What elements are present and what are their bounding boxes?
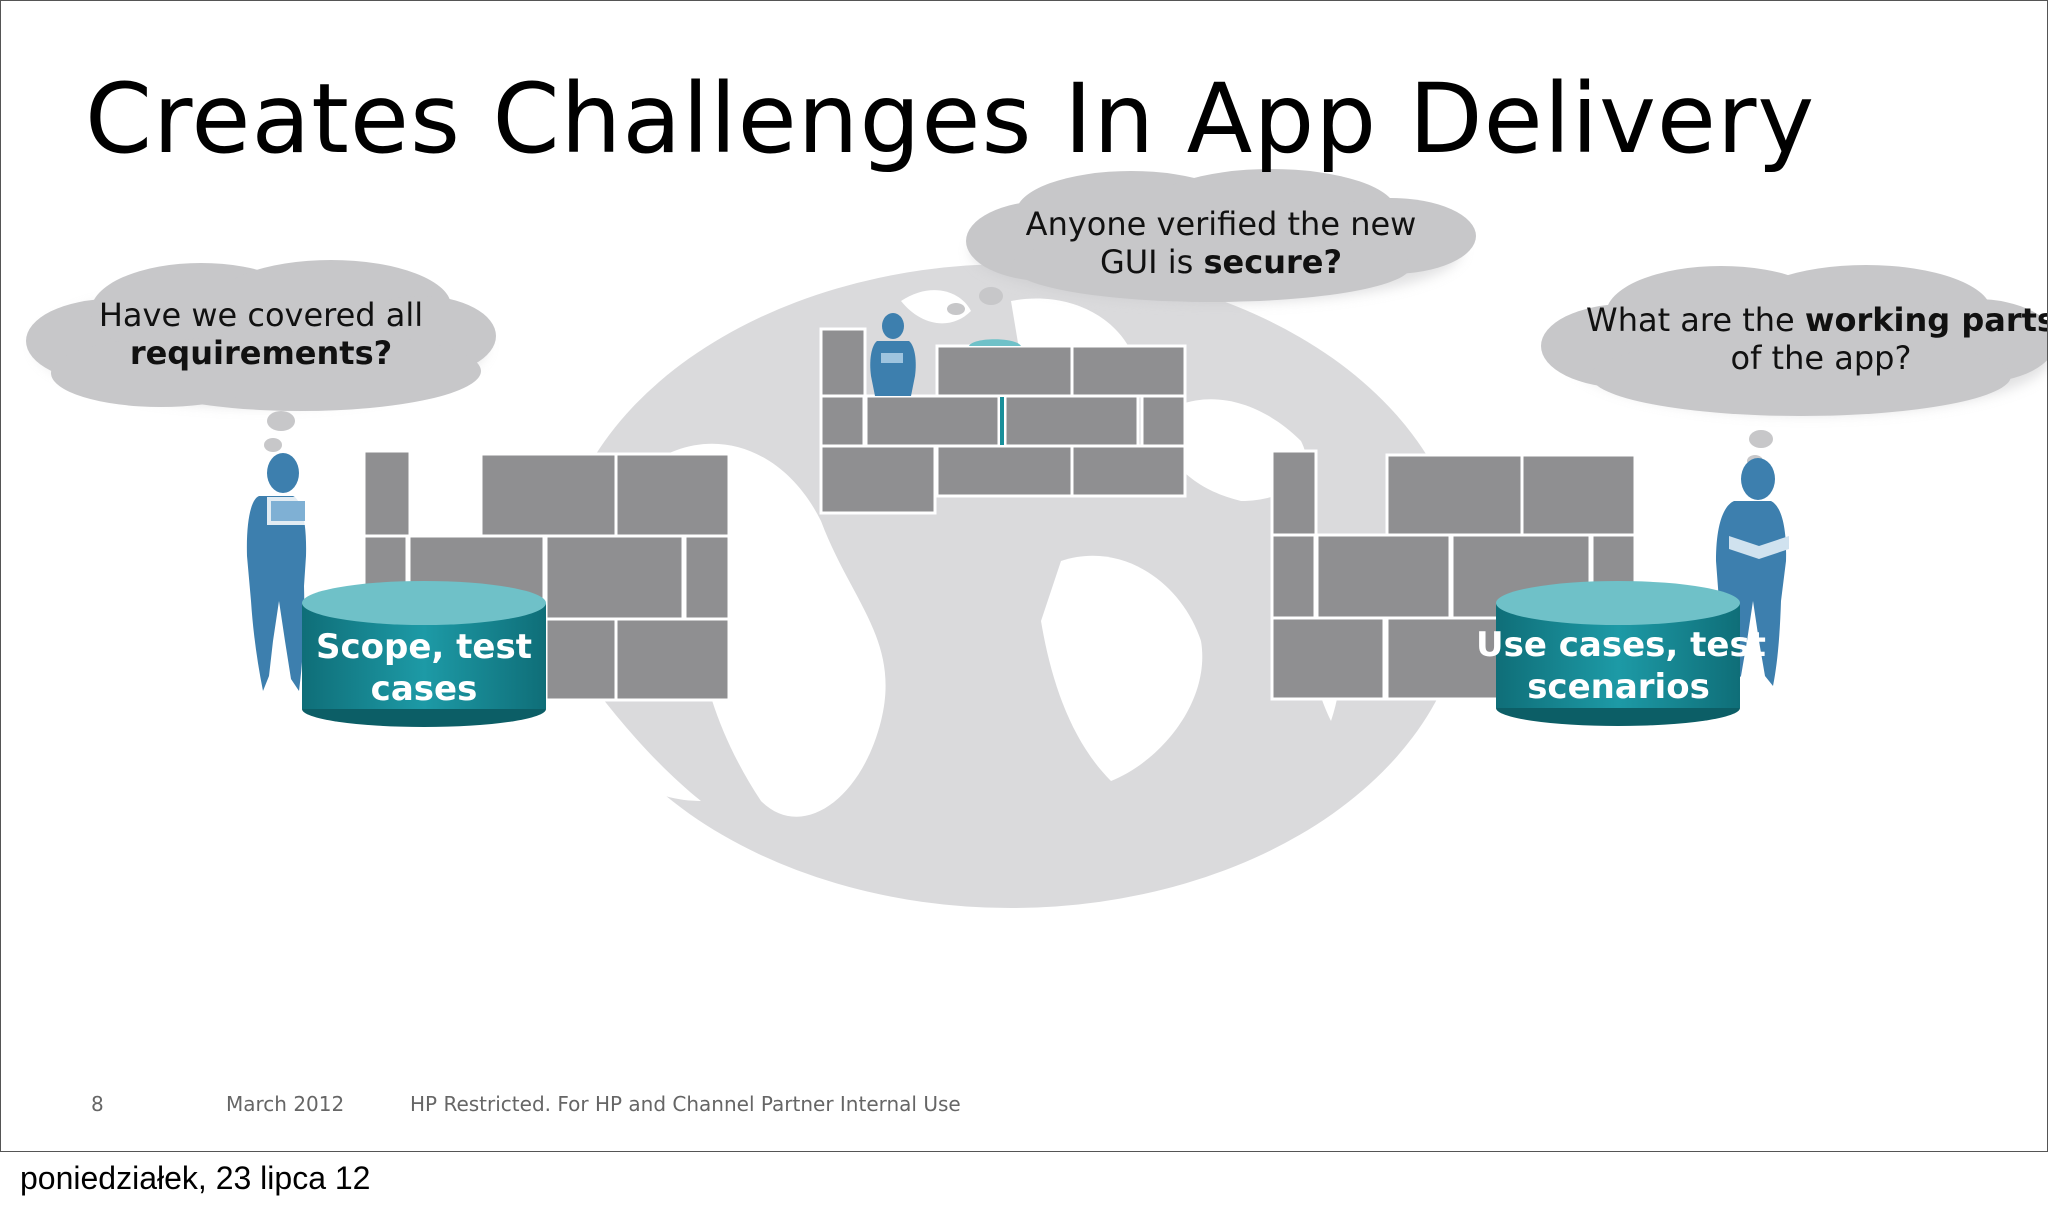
database-right-icon [1496, 581, 1740, 726]
bubble-right-bold: working parts [1804, 301, 2048, 339]
database-left-line1: Scope, test [316, 627, 532, 667]
footer-page-number: 8 [91, 1092, 104, 1116]
person-center-icon [870, 313, 916, 396]
bubble-center-line2-prefix: GUI is [1099, 243, 1204, 281]
thought-cloud-right [1541, 265, 2047, 467]
slide-title: Creates Challenges In App Delivery [85, 63, 1816, 175]
bubble-right-text: What are the working parts of the app? [1581, 301, 2048, 377]
database-right-line1: Use cases, test [1476, 625, 1766, 665]
person-left-icon [246, 453, 309, 691]
bubble-right-prefix: What are the [1586, 301, 1805, 339]
thought-cloud-center [947, 169, 1476, 315]
database-left-icon [302, 581, 546, 727]
brick-wall-center [819, 327, 1187, 515]
bubble-left-line1: Have we covered all [98, 296, 424, 334]
bubble-center-bold: secure? [1203, 243, 1343, 281]
footer-notice: HP Restricted. For HP and Channel Partne… [410, 1092, 961, 1116]
brick-wall-right [1270, 449, 1637, 701]
thought-cloud-left [26, 260, 496, 452]
footer-date: March 2012 [226, 1092, 345, 1116]
database-left-line2: cases [370, 669, 478, 709]
database-left-label: Scope, test cases [302, 626, 546, 710]
bubble-left-text: Have we covered all requirements? [61, 296, 461, 372]
page-date-caption: poniedziałek, 23 lipca 12 [20, 1160, 371, 1196]
bubble-center-text: Anyone verified the new GUI is secure? [1021, 205, 1421, 281]
database-right-line2: scenarios [1527, 667, 1710, 707]
bubble-left-bold: requirements? [129, 334, 393, 372]
database-right-label: Use cases, test scenarios [1476, 624, 1766, 708]
bubble-center-line1: Anyone verified the new [1025, 205, 1417, 243]
slide-artwork [26, 169, 2047, 908]
slide: Creates Challenges In App Delivery Have … [0, 0, 2048, 1152]
database-center-icon [969, 339, 1021, 346]
bubble-right-line2: of the app? [1730, 339, 1912, 377]
